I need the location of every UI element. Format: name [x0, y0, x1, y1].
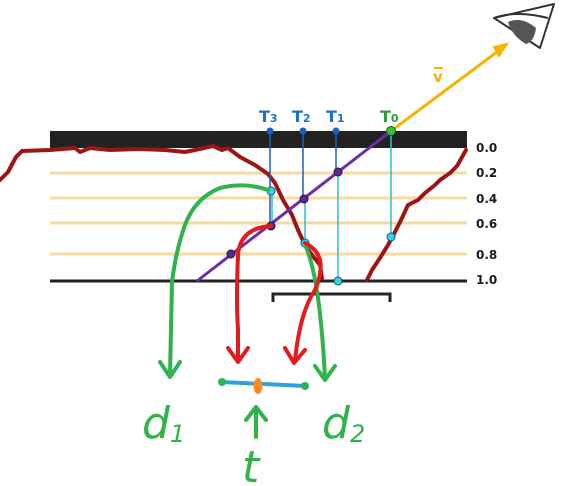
ray-point-t1 [333, 167, 343, 177]
depth-tick-4: 0.8 [476, 248, 497, 262]
t-arrow [244, 405, 268, 439]
view-vector-arrow [390, 42, 510, 133]
label-t3: T3 [259, 107, 278, 126]
depth-tick-1: 0.2 [476, 166, 497, 180]
depth-tick-0: 0.0 [476, 141, 497, 155]
height-point-t0 [386, 232, 396, 242]
search-interval-bracket [271, 292, 392, 302]
interpolated-point [253, 378, 263, 394]
red-arrow-left [235, 224, 273, 362]
label-d2: d2 [322, 398, 365, 449]
surface-bar [50, 131, 467, 148]
svg-text:v: v [433, 68, 443, 86]
sample-lines [269, 131, 392, 281]
d1-arrow [168, 183, 270, 377]
ray-sample-points [226, 126, 396, 259]
label-t: t [242, 442, 261, 486]
view-ray [196, 129, 392, 283]
view-vector-label: v [433, 67, 443, 86]
label-t2: T2 [292, 107, 311, 126]
depth-tick-2: 0.4 [476, 192, 497, 206]
heightfield-curve-right [365, 148, 468, 282]
height-point-t1 [333, 276, 343, 286]
red-arrow-right [293, 241, 323, 362]
label-d1: d1 [142, 398, 185, 449]
label-t1: T1 [326, 107, 345, 126]
ray-point-t0 [386, 126, 396, 136]
interpolation-segment [218, 378, 309, 394]
depth-tick-5: 1.0 [476, 273, 497, 287]
red-arrows [226, 224, 323, 365]
depth-tick-3: 0.6 [476, 217, 497, 231]
depth-guide-lines [50, 171, 467, 256]
label-t0: T0 [380, 107, 399, 126]
heightfield-curve-left [0, 144, 324, 280]
sample-labels: T3 T2 T1 T0 [259, 107, 399, 135]
eye-icon [493, 3, 555, 49]
ray-point-t2 [299, 194, 309, 204]
ray-point-t4 [226, 249, 236, 259]
depth-tick-labels: 0.0 0.2 0.4 0.6 0.8 1.0 [476, 141, 497, 287]
